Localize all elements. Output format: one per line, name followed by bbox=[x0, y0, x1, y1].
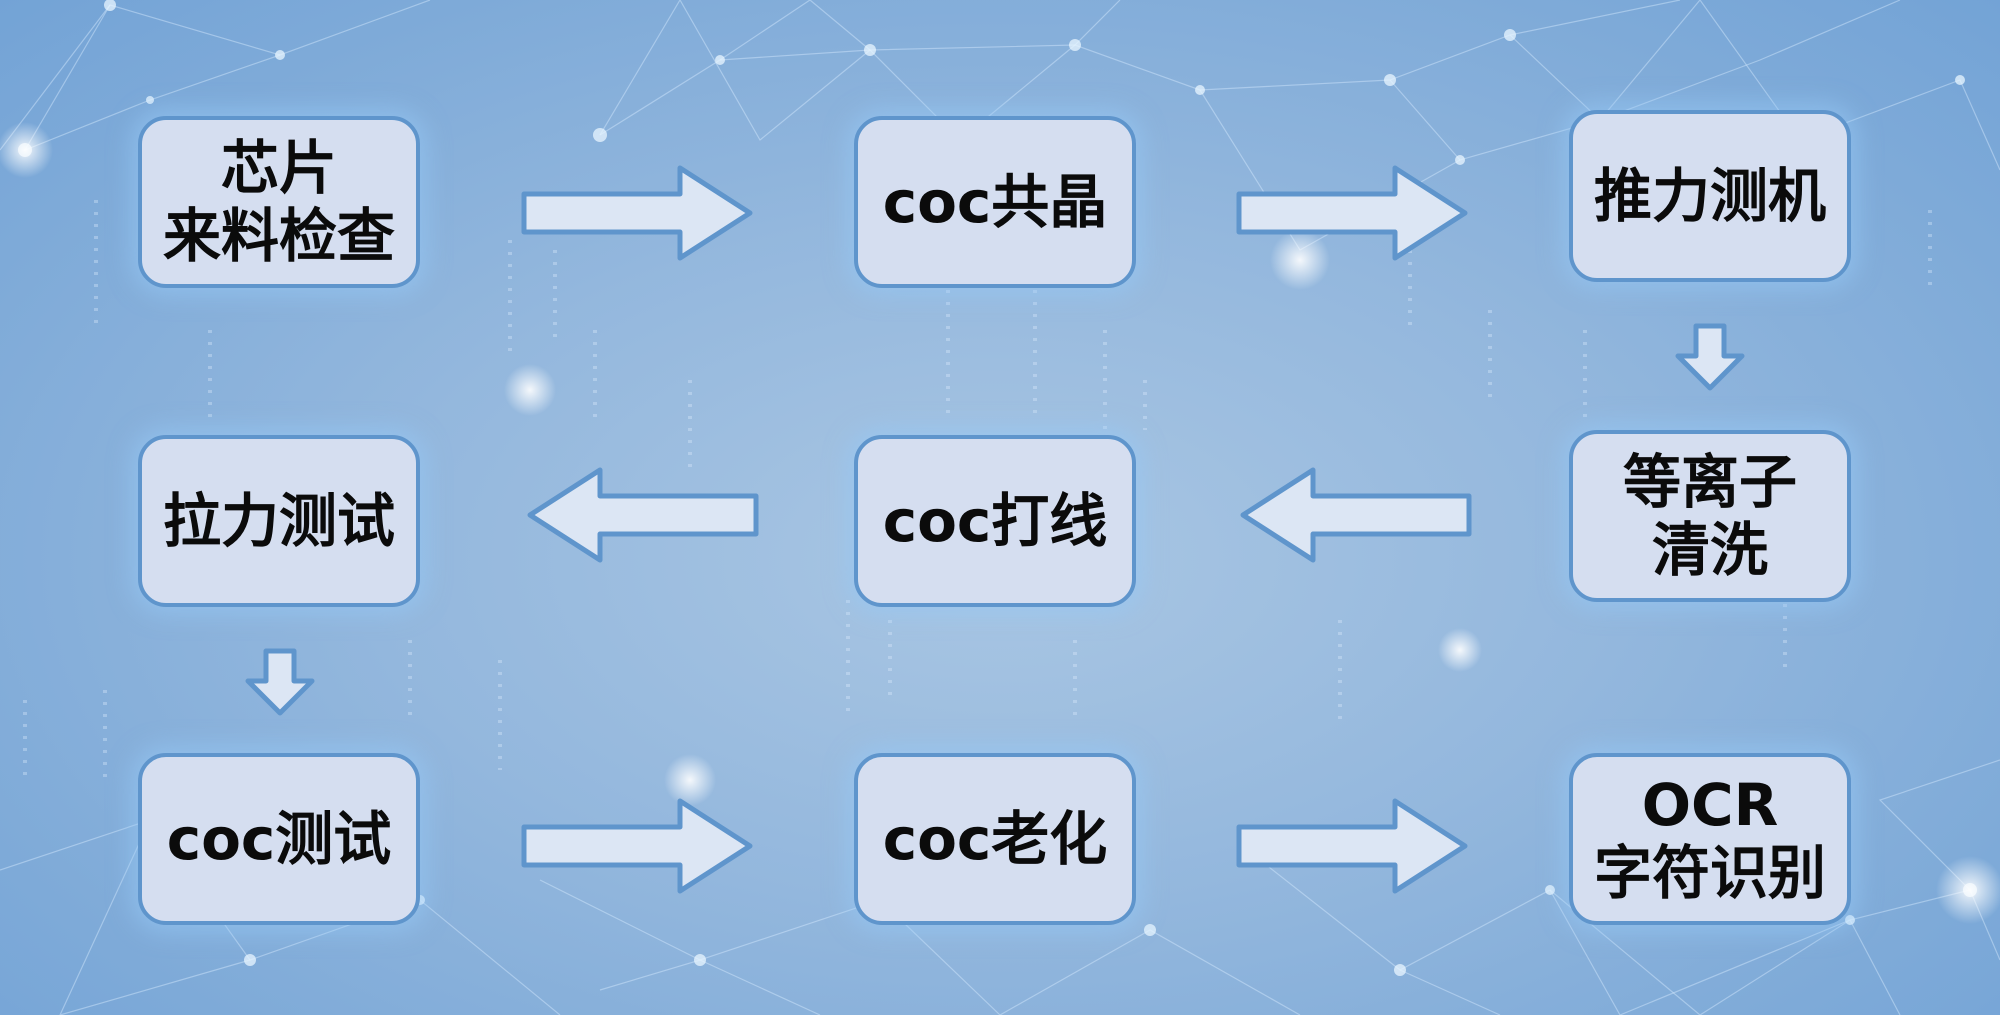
node-coc-wire-bonding: coc打线 bbox=[854, 435, 1136, 607]
node-label-line: coc老化 bbox=[882, 805, 1108, 873]
node-label-line: OCR bbox=[1641, 771, 1779, 839]
node-chip-incoming-inspection: 芯片 来料检查 bbox=[138, 116, 420, 288]
node-ocr-recognition: OCR 字符识别 bbox=[1569, 753, 1851, 925]
node-label-line: 来料检查 bbox=[162, 202, 395, 270]
node-label-line: coc共晶 bbox=[882, 168, 1108, 236]
node-push-force-tester: 推力测机 bbox=[1569, 110, 1851, 282]
node-label-line: 芯片 bbox=[220, 134, 337, 202]
arrow-left-icon bbox=[1240, 467, 1472, 563]
arrow-right-icon bbox=[1236, 798, 1468, 894]
arrow-left-icon bbox=[527, 467, 759, 563]
node-plasma-cleaning: 等离子 清洗 bbox=[1569, 430, 1851, 602]
node-label-line: coc打线 bbox=[882, 487, 1108, 555]
node-coc-eutectic: coc共晶 bbox=[854, 116, 1136, 288]
node-label-line: 拉力测试 bbox=[162, 487, 395, 555]
node-label-line: 推力测机 bbox=[1593, 162, 1826, 230]
arrow-down-icon bbox=[1675, 323, 1745, 391]
node-label-line: coc测试 bbox=[166, 805, 392, 873]
arrow-right-icon bbox=[521, 798, 753, 894]
arrow-down-icon bbox=[245, 648, 315, 716]
node-coc-aging: coc老化 bbox=[854, 753, 1136, 925]
arrow-right-icon bbox=[521, 165, 753, 261]
node-pull-force-test: 拉力测试 bbox=[138, 435, 420, 607]
node-label-line: 字符识别 bbox=[1593, 839, 1826, 907]
node-coc-test: coc测试 bbox=[138, 753, 420, 925]
node-label-line: 清洗 bbox=[1651, 516, 1768, 584]
node-label-line: 等离子 bbox=[1622, 448, 1797, 516]
arrow-right-icon bbox=[1236, 165, 1468, 261]
